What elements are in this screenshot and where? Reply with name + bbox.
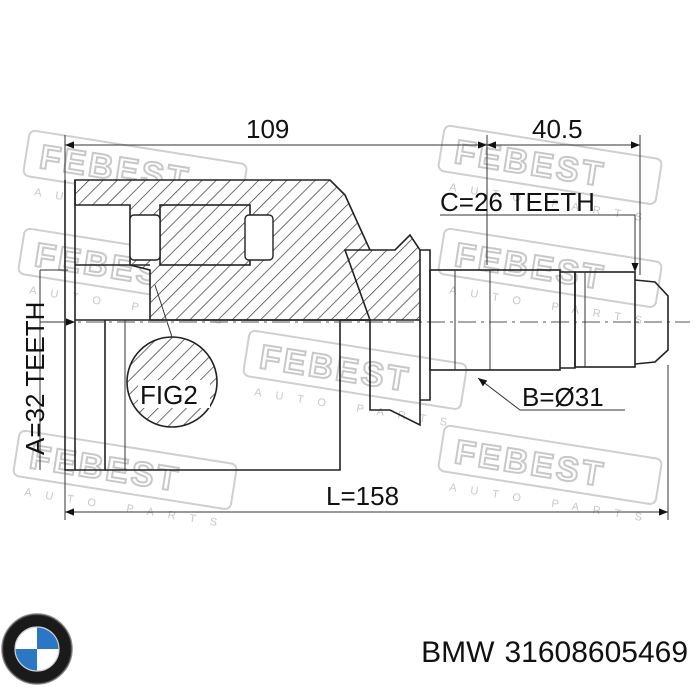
shaft-diameter-label: B=Ø31 — [522, 382, 604, 412]
outer-splines-label: C=26 TEETH — [440, 187, 595, 217]
dimension-housing-length: 109 — [64, 114, 488, 265]
fig2-label: FIG2 — [140, 380, 198, 410]
dim-40-5-label: 40.5 — [532, 114, 583, 144]
callout-outer-splines: C=26 TEETH — [440, 187, 639, 272]
part-label: BMW 31608605469 — [421, 636, 688, 670]
joint-housing: FIG2 — [55, 179, 690, 471]
boot-and-shaft — [343, 233, 669, 427]
inner-splines-label: A=32 TEETH — [20, 302, 50, 455]
technical-drawing: FEBEST AUTO PARTS FEBEST AUTO PARTS FEBE… — [12, 114, 690, 531]
dim-109-label: 109 — [246, 114, 289, 144]
total-length-label: L=158 — [326, 481, 399, 511]
dimension-total-length: L=158 — [64, 365, 669, 520]
callout-inner-splines: A=32 TEETH — [20, 269, 75, 470]
callout-shaft-diameter: B=Ø31 — [477, 377, 625, 412]
bmw-roundel-icon — [1, 613, 73, 685]
dimension-shaft-length: 40.5 — [487, 114, 641, 275]
brand-name: BMW — [421, 636, 495, 669]
part-number: 31608605469 — [504, 636, 688, 669]
